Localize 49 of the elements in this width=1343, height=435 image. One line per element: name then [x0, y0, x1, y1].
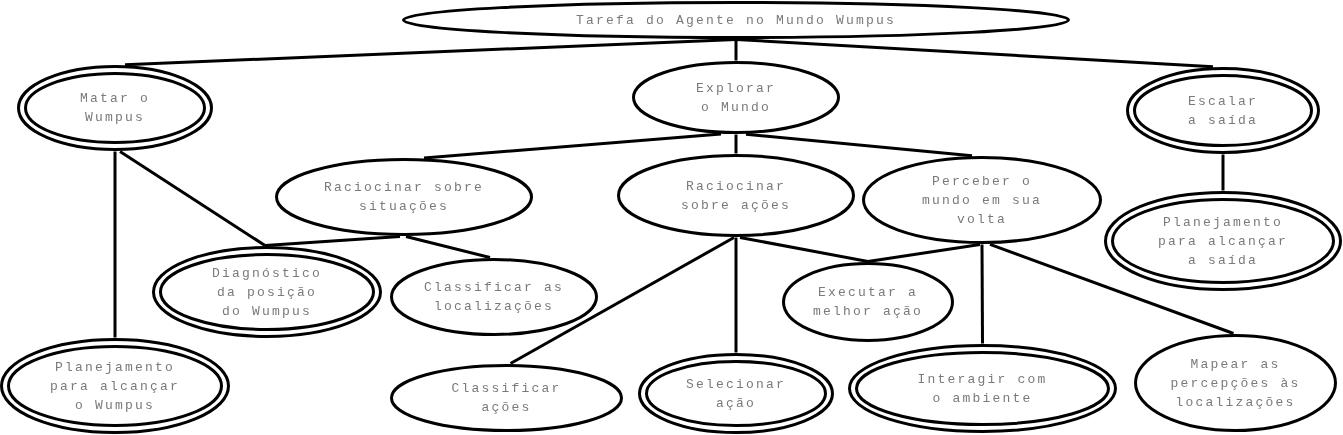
node-label: Executar a melhor ação: [812, 284, 924, 321]
double-ellipse-node: [848, 344, 1117, 433]
node-label: Matar o Wumpus: [79, 90, 151, 127]
double-ellipse-node: [638, 353, 834, 434]
connector-line: [423, 132, 722, 160]
ellipse-node: [402, 1, 1070, 39]
connector-line: [119, 150, 266, 247]
node-label: Explorar o Mundo: [695, 79, 777, 117]
ellipse-node: [275, 158, 533, 236]
ellipse-node: [1134, 334, 1337, 432]
node-label: Classificar as localizações: [423, 279, 565, 316]
node-label: Classificar ações: [450, 380, 563, 417]
ellipse-node: [862, 156, 1102, 244]
node-label: Interagir com o ambiente: [916, 370, 1049, 408]
node-label: Mapear as percepções às localizações: [1169, 355, 1302, 412]
connector-line: [113, 151, 117, 338]
node-label: Selecionar ação: [685, 375, 787, 413]
connector-line: [867, 243, 981, 263]
connector-line: [734, 39, 738, 61]
double-ellipse-node: [17, 65, 213, 151]
connector-line: [264, 235, 401, 247]
connector-line: [734, 134, 738, 154]
connector-line: [735, 38, 1214, 69]
node-label: Raciocinar sobre situações: [323, 179, 485, 216]
connector-line: [739, 236, 869, 263]
double-ellipse-node: [1126, 67, 1320, 154]
connector-line: [989, 243, 1234, 335]
node-label: Planejamento para alcançar o Wumpus: [49, 358, 181, 415]
connector-line: [980, 244, 984, 344]
connector-line: [405, 235, 491, 259]
double-ellipse-node: [0, 338, 230, 434]
connector-line: [745, 132, 973, 158]
node-label: Escalar a saída: [1187, 92, 1259, 130]
ellipse-node: [632, 61, 840, 134]
ellipse-node: [782, 262, 954, 342]
double-ellipse-node: [1104, 191, 1342, 291]
ellipse-node: [617, 154, 855, 237]
connector-line: [1221, 154, 1225, 191]
ellipse-node: [390, 364, 623, 432]
node-label: Perceber o mundo em sua volta: [921, 172, 1043, 229]
node-label: Raciocinar sobre ações: [680, 177, 792, 215]
node-label: Tarefa do Agente no Mundo Wumpus: [574, 11, 897, 30]
double-ellipse-node: [152, 246, 382, 338]
node-label: Diagnóstico da posição do Wumpus: [211, 264, 323, 321]
node-label: Planejamento para alcançar a saída: [1157, 213, 1289, 270]
ellipse-node: [390, 258, 598, 336]
connector-line: [124, 38, 737, 67]
connector-line: [734, 237, 738, 353]
connector-line: [509, 236, 735, 365]
